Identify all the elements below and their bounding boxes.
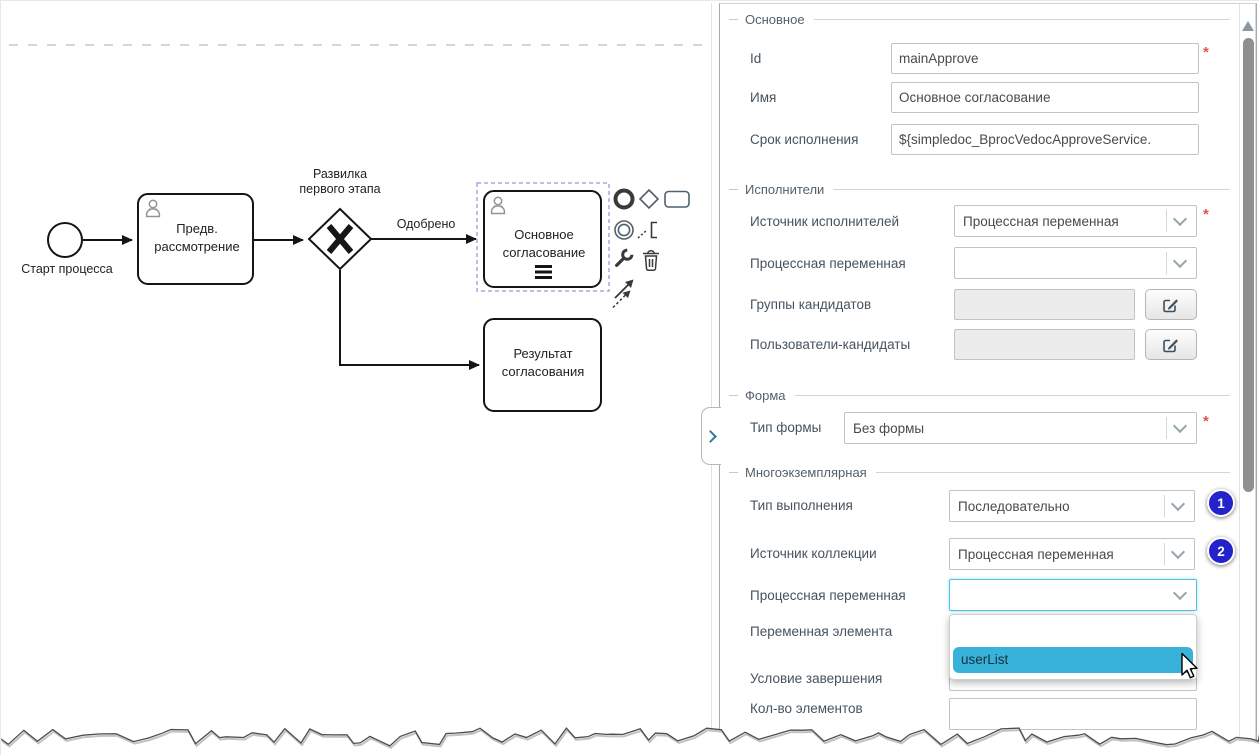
- required-asterisk: *: [1203, 44, 1209, 61]
- task-main-label-line2: согласование: [503, 245, 586, 260]
- candidate-users-edit-button[interactable]: [1145, 329, 1197, 360]
- section-form: Форма: [729, 387, 1230, 403]
- name-label: Имя: [750, 90, 777, 105]
- completion-condition-label: Условие завершения: [750, 671, 883, 686]
- task-result[interactable]: Результат согласования: [483, 318, 602, 412]
- execution-type-select[interactable]: Последовательно: [949, 490, 1195, 522]
- gateway-label-line1: Развилка: [313, 167, 367, 181]
- panel-collapse-tab[interactable]: [701, 407, 721, 465]
- section-multi-instance: Многоэкземплярная: [729, 464, 1230, 480]
- annotation-badge-1: 1: [1207, 489, 1235, 517]
- user-task-icon: [145, 199, 161, 218]
- context-pad: [612, 188, 690, 309]
- execution-type-label: Тип выполнения: [750, 498, 853, 513]
- scroll-up-arrow-icon[interactable]: [1242, 21, 1254, 31]
- process-variable-dropdown: userList: [949, 614, 1197, 680]
- task-preliminary-label-line1: Предв.: [176, 221, 218, 236]
- candidate-users-label: Пользователи-кандидаты: [750, 337, 911, 352]
- process-variable-select[interactable]: [949, 579, 1197, 611]
- task-main-label-line1: Основное: [514, 227, 574, 242]
- deadline-input[interactable]: [891, 124, 1199, 155]
- chevron-down-icon: [1172, 418, 1188, 434]
- gateway-label-line2: первого этапа: [299, 182, 380, 196]
- selection-outline: [476, 182, 610, 292]
- form-type-select[interactable]: Без формы: [844, 412, 1197, 444]
- section-executors-title: Исполнители: [745, 181, 825, 197]
- section-multi-title: Многоэкземплярная: [745, 464, 867, 480]
- start-event[interactable]: Старт процесса: [21, 222, 113, 276]
- section-executors: Исполнители: [729, 181, 1230, 197]
- executor-variable-label: Процессная переменная: [750, 256, 906, 271]
- exclusive-gateway[interactable]: Развилка первого этапа: [299, 167, 381, 271]
- candidate-users-input: [954, 329, 1135, 360]
- bpmn-diagram: Одобрено Старт процесса Предв. рассмотре…: [21, 167, 690, 412]
- items-count-label: Кол-во элементов: [750, 701, 863, 716]
- chevron-down-icon: [1172, 585, 1188, 601]
- scrollbar-thumb[interactable]: [1242, 38, 1254, 492]
- panel-scrollbar[interactable]: [1239, 4, 1256, 755]
- annotation-badge-2: 2: [1207, 537, 1235, 565]
- deadline-label: Срок исполнения: [750, 132, 859, 147]
- collection-source-select[interactable]: Процессная переменная: [949, 538, 1195, 570]
- chevron-down-icon: [1170, 496, 1186, 512]
- process-variable-label: Процессная переменная: [750, 588, 906, 603]
- connect-tool-icon[interactable]: [612, 279, 634, 309]
- dropdown-option-userlist[interactable]: userList: [953, 647, 1193, 673]
- dropdown-option-empty[interactable]: [950, 615, 1196, 646]
- page-boundary-dashed-line: [9, 44, 707, 46]
- section-form-title: Форма: [745, 387, 786, 403]
- edit-icon: [1163, 298, 1178, 312]
- flow-gateway-to-result[interactable]: [339, 270, 480, 370]
- chevron-down-icon: [1172, 211, 1188, 227]
- task-preliminary-label-line2: рассмотрение: [154, 239, 239, 254]
- append-text-annotation-icon[interactable]: [637, 221, 657, 239]
- collection-source-label: Источник коллекции: [750, 546, 877, 561]
- edit-icon: [1163, 338, 1178, 352]
- sequential-multi-instance-marker-icon: [535, 265, 552, 279]
- required-asterisk: *: [1203, 413, 1209, 430]
- candidate-groups-edit-button[interactable]: [1145, 289, 1197, 320]
- change-type-wrench-icon[interactable]: [613, 248, 634, 268]
- flow-approved-label: Одобрено: [397, 217, 456, 231]
- properties-panel: Основное Id * Имя Срок исполнения Исполн…: [719, 3, 1257, 755]
- append-task-icon[interactable]: [664, 190, 690, 208]
- append-gateway-icon[interactable]: [638, 188, 660, 210]
- append-end-event-icon[interactable]: [613, 188, 635, 210]
- id-input[interactable]: [891, 43, 1199, 74]
- task-result-label-line2: согласования: [502, 364, 585, 379]
- start-event-label: Старт процесса: [21, 262, 113, 276]
- executor-source-label: Источник исполнителей: [750, 214, 900, 229]
- items-count-input[interactable]: [949, 698, 1197, 730]
- chevron-down-icon: [1172, 253, 1188, 269]
- section-basic-title: Основное: [745, 11, 805, 27]
- canvas-panel-divider: [711, 3, 712, 743]
- chevron-down-icon: [1170, 544, 1186, 560]
- section-basic: Основное: [729, 11, 1230, 27]
- task-result-label-line1: Результат: [513, 346, 572, 361]
- candidate-groups-label: Группы кандидатов: [750, 297, 872, 312]
- chevron-right-icon: [704, 430, 717, 443]
- required-asterisk: *: [1203, 206, 1209, 223]
- element-variable-label: Переменная элемента: [750, 624, 893, 639]
- task-main-approve[interactable]: Основное согласование: [483, 190, 602, 288]
- name-input[interactable]: [891, 82, 1199, 113]
- id-label: Id: [750, 51, 762, 66]
- diagram-canvas[interactable]: Одобрено Старт процесса Предв. рассмотре…: [1, 1, 714, 755]
- candidate-groups-input: [954, 289, 1135, 320]
- user-task-icon: [490, 196, 506, 215]
- form-type-label: Тип формы: [750, 420, 822, 435]
- task-preliminary[interactable]: Предв. рассмотрение: [137, 193, 254, 285]
- executor-source-select[interactable]: Процессная переменная: [954, 205, 1197, 237]
- append-intermediate-event-icon[interactable]: [614, 220, 634, 240]
- delete-trash-icon[interactable]: [643, 250, 659, 272]
- executor-variable-select[interactable]: [954, 247, 1197, 279]
